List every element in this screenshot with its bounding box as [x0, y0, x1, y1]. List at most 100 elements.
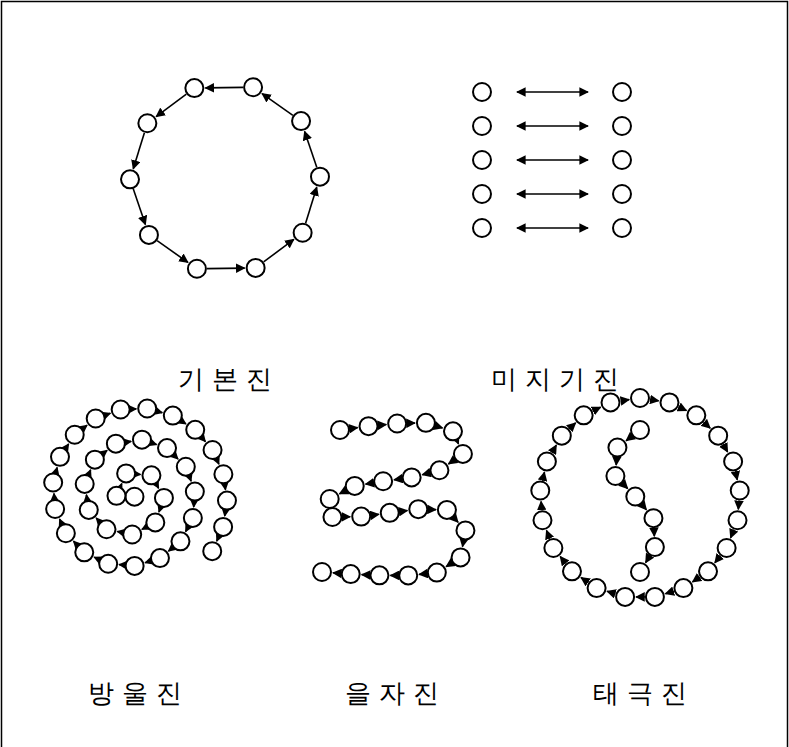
dancer-circle: [311, 168, 329, 186]
movement-arrow: [371, 514, 379, 515]
dancer-circle: [171, 532, 189, 550]
dancer-circle: [602, 393, 620, 411]
movement-arrow: [342, 516, 350, 518]
dancer-circle: [140, 226, 158, 244]
dancer-circle: [370, 566, 388, 584]
dancer-circle: [613, 185, 631, 203]
movement-arrow: [731, 530, 734, 538]
dancer-circle: [294, 224, 312, 242]
dancer-circle: [553, 427, 571, 445]
movement-arrow: [692, 577, 699, 582]
movement-arrow: [94, 557, 99, 559]
movement-arrow: [105, 413, 110, 415]
movement-arrow: [454, 517, 458, 522]
movement-arrow: [569, 423, 575, 429]
movement-arrow: [560, 557, 565, 564]
double-arrow: [517, 227, 588, 229]
dancer-circle: [87, 409, 105, 427]
dancer-circle: [99, 555, 117, 573]
dancer-circle: [126, 557, 144, 575]
dancer-circle: [342, 565, 360, 583]
movement-arrow: [390, 575, 398, 577]
movement-arrow: [262, 94, 293, 116]
movement-arrow: [202, 437, 206, 441]
dancer-circle: [46, 500, 64, 518]
movement-arrow: [53, 493, 55, 499]
dancer-circle: [409, 500, 427, 518]
circle-formation: [121, 78, 329, 278]
movement-arrow: [217, 536, 219, 541]
dancer-circle: [631, 563, 649, 581]
dancer-circle: [146, 513, 164, 531]
dancer-circle: [473, 83, 491, 101]
dancer-circle: [575, 406, 593, 424]
movement-arrow: [193, 502, 195, 507]
dancer-circle: [473, 117, 491, 135]
movement-arrow: [264, 239, 294, 262]
movement-arrow: [159, 507, 161, 512]
dancer-circle: [247, 259, 265, 277]
dancer-circle: [352, 508, 370, 526]
movement-arrow: [636, 596, 645, 598]
dancer-circle: [456, 521, 474, 539]
movement-arrow: [103, 450, 107, 453]
dancer-circle: [452, 548, 470, 566]
dancer-circle: [292, 112, 310, 130]
dancer-circle: [699, 562, 717, 580]
movement-arrow: [217, 459, 219, 464]
dancer-circle: [185, 79, 203, 97]
movement-arrow: [607, 591, 615, 594]
dancer-circle: [151, 549, 169, 567]
dancer-circle: [381, 504, 399, 522]
dancer-circle: [588, 579, 606, 597]
movement-arrow: [224, 484, 226, 490]
movement-arrow: [650, 399, 659, 400]
movement-arrow: [205, 87, 243, 89]
formation-label: 방 울 진: [35, 676, 235, 711]
movement-arrow: [350, 428, 358, 429]
dancer-circle: [660, 393, 678, 411]
movement-arrow: [457, 441, 458, 444]
movement-arrow: [168, 548, 172, 551]
dancer-circle: [186, 421, 204, 439]
dancer-circle: [454, 445, 472, 463]
dancer-circle: [646, 588, 664, 606]
dancer-circle: [388, 414, 406, 432]
movement-arrow: [704, 422, 710, 428]
dancer-circle: [608, 439, 626, 457]
dancer-circle: [98, 520, 116, 538]
movement-arrow: [126, 441, 131, 443]
movement-arrow: [117, 531, 122, 532]
movement-arrow: [174, 455, 178, 459]
snake-formation: [313, 414, 474, 585]
dancer-circle: [86, 451, 104, 469]
movement-arrow: [305, 131, 317, 167]
movement-arrow: [394, 479, 402, 480]
movement-arrow: [362, 574, 370, 576]
double-arrow: [517, 91, 588, 93]
movement-arrow: [400, 510, 408, 513]
movement-arrow: [133, 133, 144, 169]
dancer-circle: [687, 406, 705, 424]
dancer-circle: [112, 400, 130, 418]
dancer-circle: [613, 151, 631, 169]
dancer-circle: [107, 435, 125, 453]
movement-arrow: [156, 94, 186, 117]
dancer-circle: [117, 464, 135, 482]
dancer-circle: [644, 509, 662, 527]
movement-arrow: [145, 561, 150, 563]
movement-arrow: [224, 510, 226, 516]
dancer-circle: [613, 219, 631, 237]
movement-arrow: [86, 495, 88, 500]
dancer-circle: [125, 488, 143, 506]
movement-arrow: [622, 483, 627, 488]
dancer-circle: [729, 511, 747, 529]
dancer-circle: [138, 114, 156, 132]
formation-label: 기 본 진: [125, 362, 325, 397]
dancer-circle: [374, 472, 392, 490]
movement-arrow: [407, 422, 415, 424]
movement-arrow: [463, 540, 464, 546]
movement-arrow: [642, 504, 647, 510]
dancer-circle: [75, 543, 93, 561]
movement-arrow: [547, 530, 550, 538]
